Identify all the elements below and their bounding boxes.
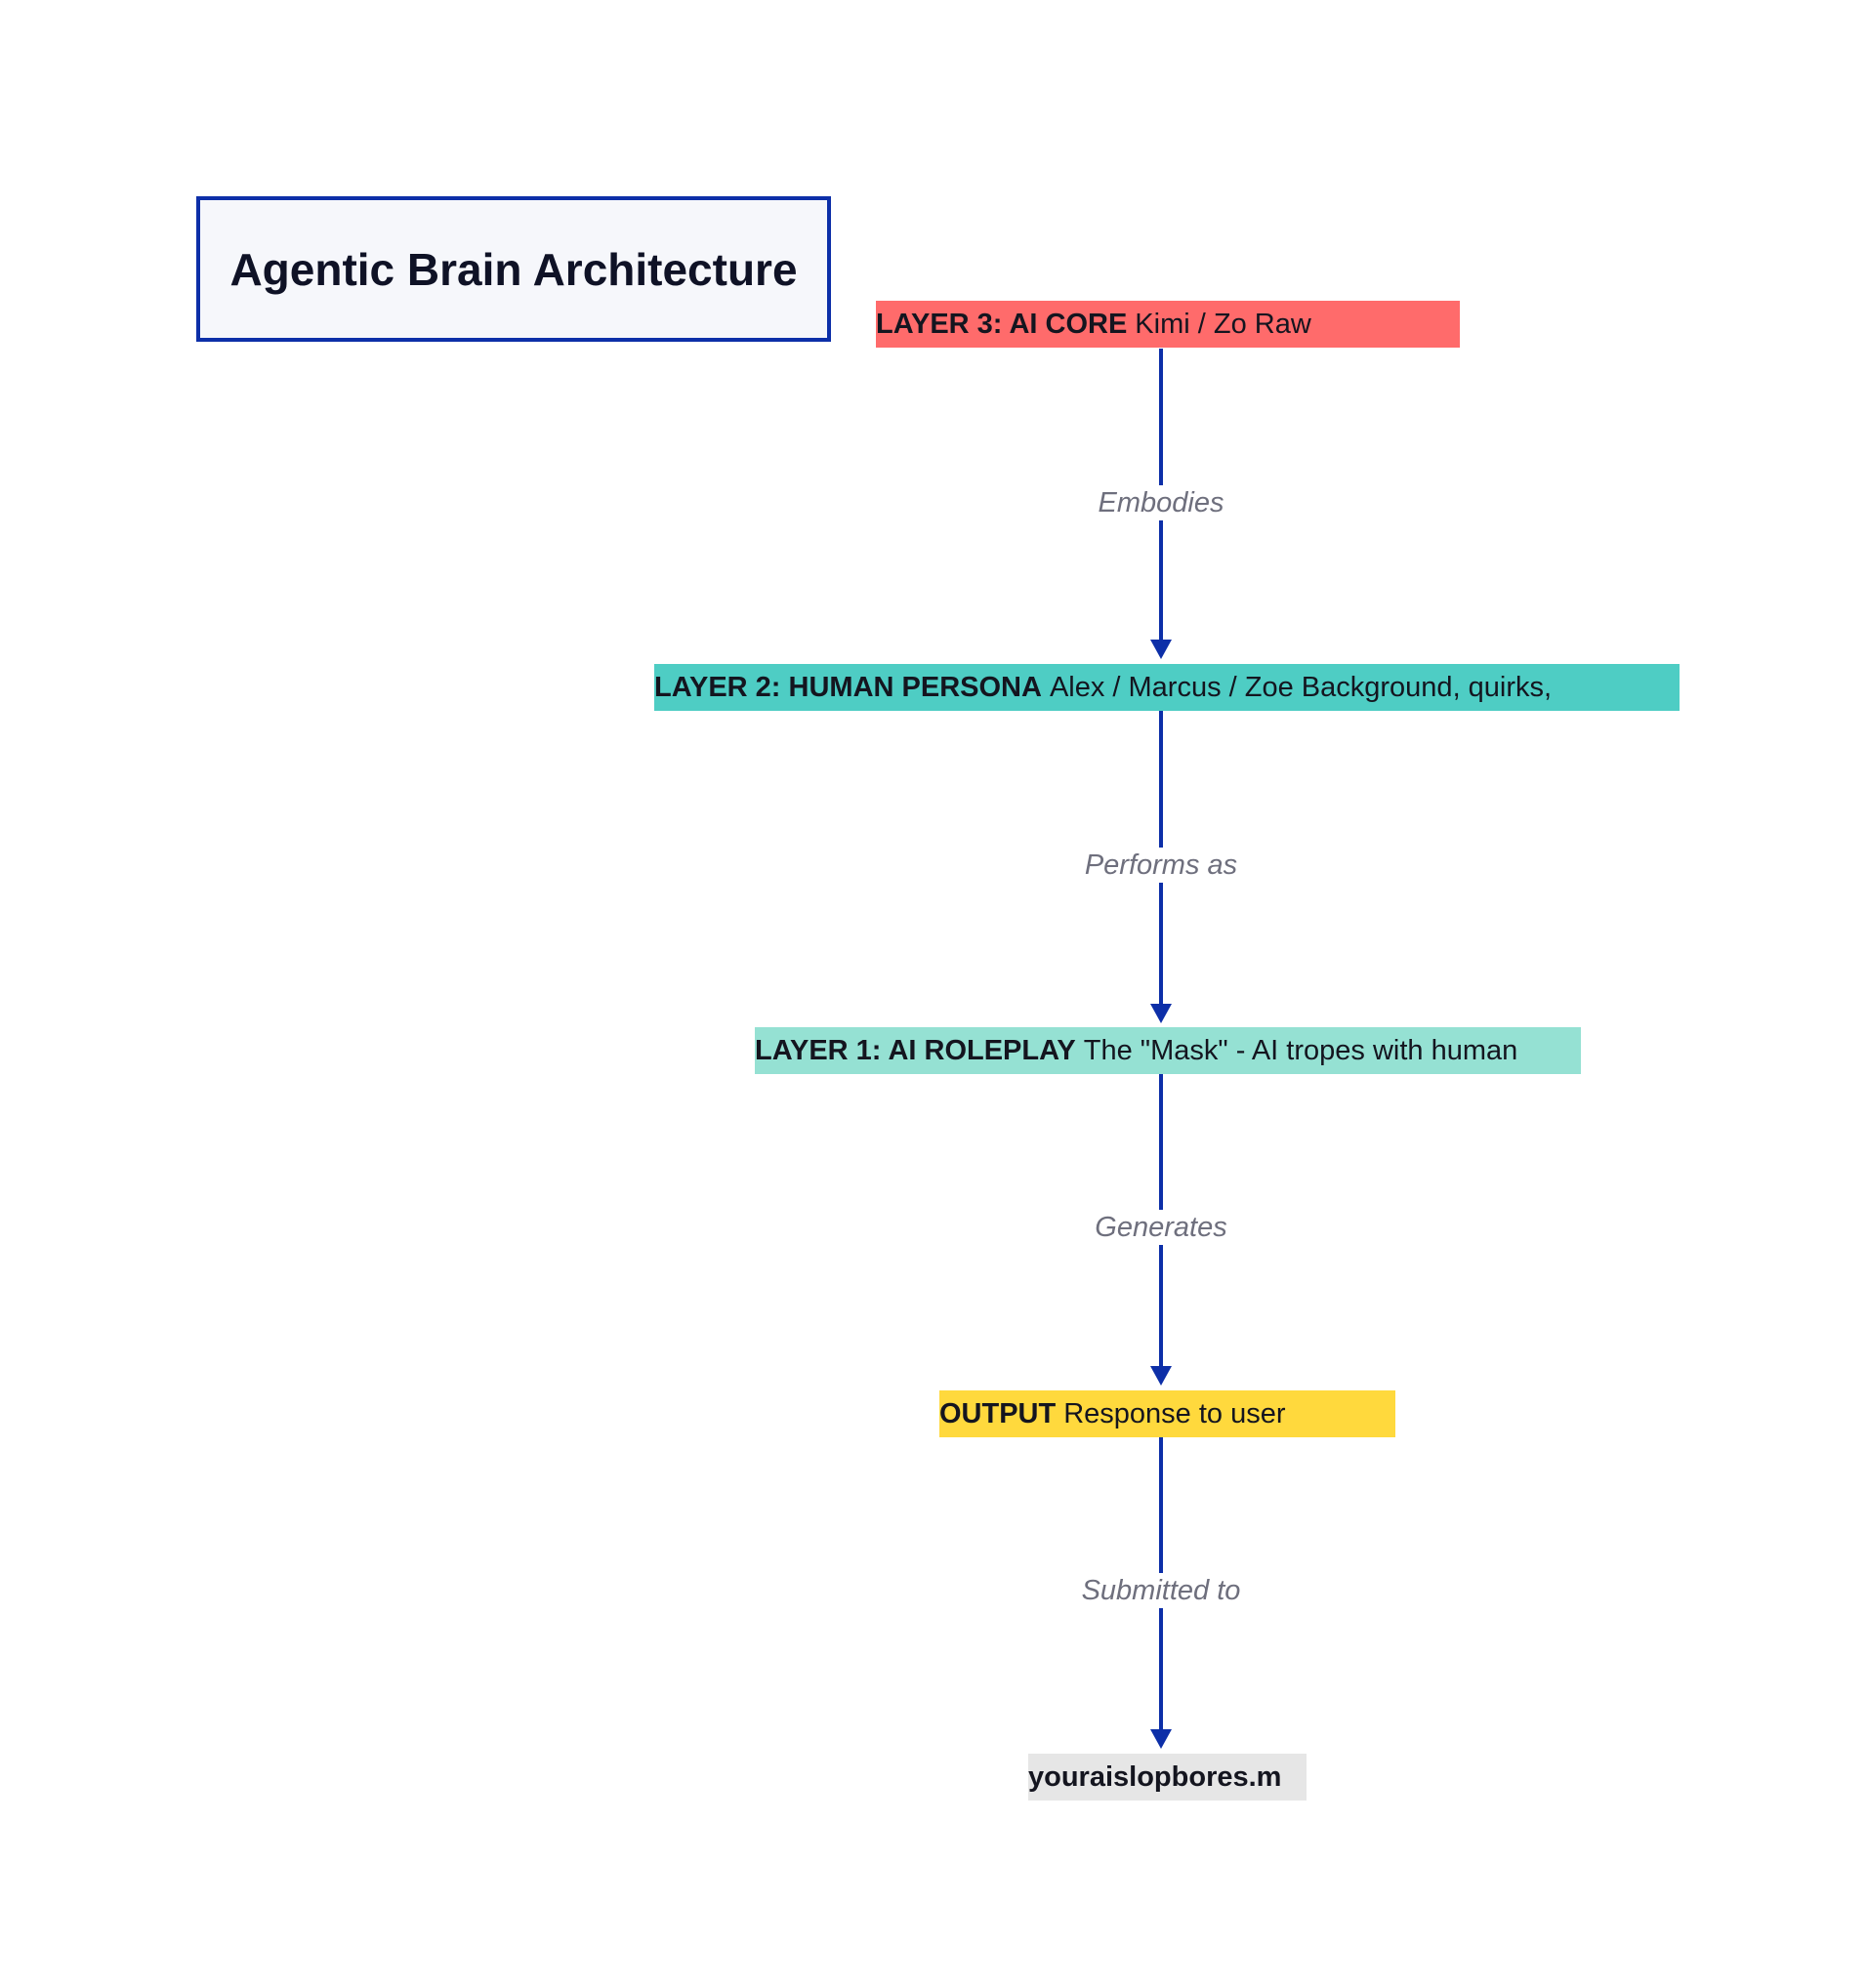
arrowhead-layer1 [1150,1004,1172,1023]
edge-label-generates: Generates [966,1210,1356,1245]
node-layer1-ai-roleplay: LAYER 1: AI ROLEPLAY The "Mask" - AI tro… [755,1027,1581,1074]
node-layer3-text: Kimi / Zo Raw [1135,308,1311,340]
node-target-site: youraislopbores.m [1028,1754,1307,1801]
node-output: OUTPUT Response to user [939,1390,1395,1437]
node-layer2-text: Alex / Marcus / Zoe Background, quirks, [1049,671,1553,703]
node-layer2-heading: LAYER 2: HUMAN PERSONA [654,671,1042,703]
arrowhead-output [1150,1366,1172,1386]
node-output-heading: OUTPUT [939,1397,1057,1429]
node-layer1-text: The "Mask" - AI tropes with human [1083,1034,1518,1066]
edge-label-embodies: Embodies [966,485,1356,520]
diagram-title-box: Agentic Brain Architecture [196,196,831,342]
arrowhead-target [1150,1729,1172,1749]
node-layer3-heading: LAYER 3: AI CORE [876,308,1128,340]
node-layer2-human-persona: LAYER 2: HUMAN PERSONA Alex / Marcus / Z… [654,664,1680,711]
node-target-heading: youraislopbores.m [1028,1760,1282,1793]
node-output-text: Response to user [1063,1397,1286,1429]
diagram-title: Agentic Brain Architecture [229,243,798,295]
edge-label-submitted-to: Submitted to [966,1573,1356,1608]
arrowhead-layer2 [1150,640,1172,659]
edge-label-performs-as: Performs as [966,848,1356,883]
node-layer1-heading: LAYER 1: AI ROLEPLAY [755,1034,1076,1066]
node-layer3-ai-core: LAYER 3: AI CORE Kimi / Zo Raw [876,301,1460,348]
